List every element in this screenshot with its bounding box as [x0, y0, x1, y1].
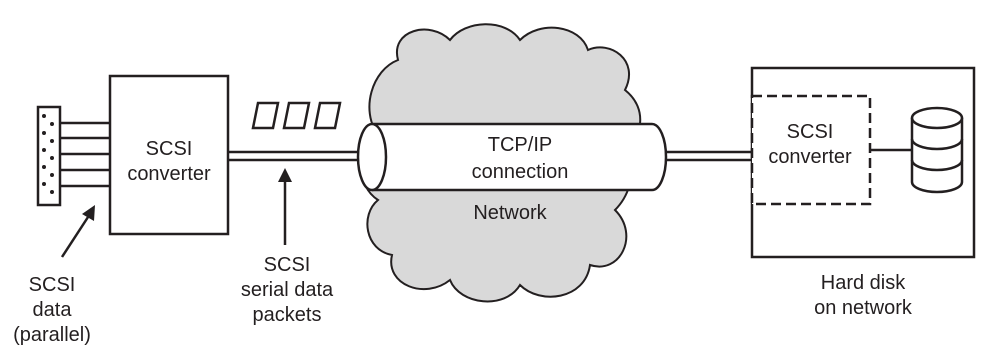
serial-data-label-line3: packets: [253, 304, 322, 326]
source-converter-line2: converter: [127, 163, 211, 185]
connector-pins: [42, 114, 54, 194]
dest-scsi-converter-box: [750, 94, 872, 206]
serial-data-label-line2: serial data: [241, 279, 334, 301]
parallel-data-label-line3: (parallel): [13, 324, 91, 346]
parallel-wires: [60, 121, 110, 188]
serial-data-label-line1: SCSI: [264, 254, 311, 276]
source-converter-line1: SCSI: [146, 138, 193, 160]
serial-data-arrow: [278, 168, 292, 245]
parallel-data-label-line1: SCSI: [29, 274, 76, 296]
tunnel-label-line1: TCP/IP: [488, 134, 552, 156]
network-label: Network: [473, 202, 547, 224]
tcpip-tunnel: [372, 122, 668, 192]
dest-converter-line2: converter: [768, 146, 852, 168]
parallel-data-label-line2: data: [33, 299, 73, 321]
hard-disk-label-line1: Hard disk: [821, 272, 906, 294]
hard-disk-label-line2: on network: [814, 297, 913, 319]
parallel-data-arrow: [60, 205, 95, 258]
serial-data-packets: [251, 101, 342, 130]
disk-icon: [910, 106, 964, 194]
tunnel-label-line2: connection: [472, 161, 569, 183]
source-scsi-converter-box: [108, 74, 230, 236]
dest-converter-line1: SCSI: [787, 121, 834, 143]
tunnel-opening: [356, 122, 388, 192]
parallel-connector: [36, 105, 62, 207]
